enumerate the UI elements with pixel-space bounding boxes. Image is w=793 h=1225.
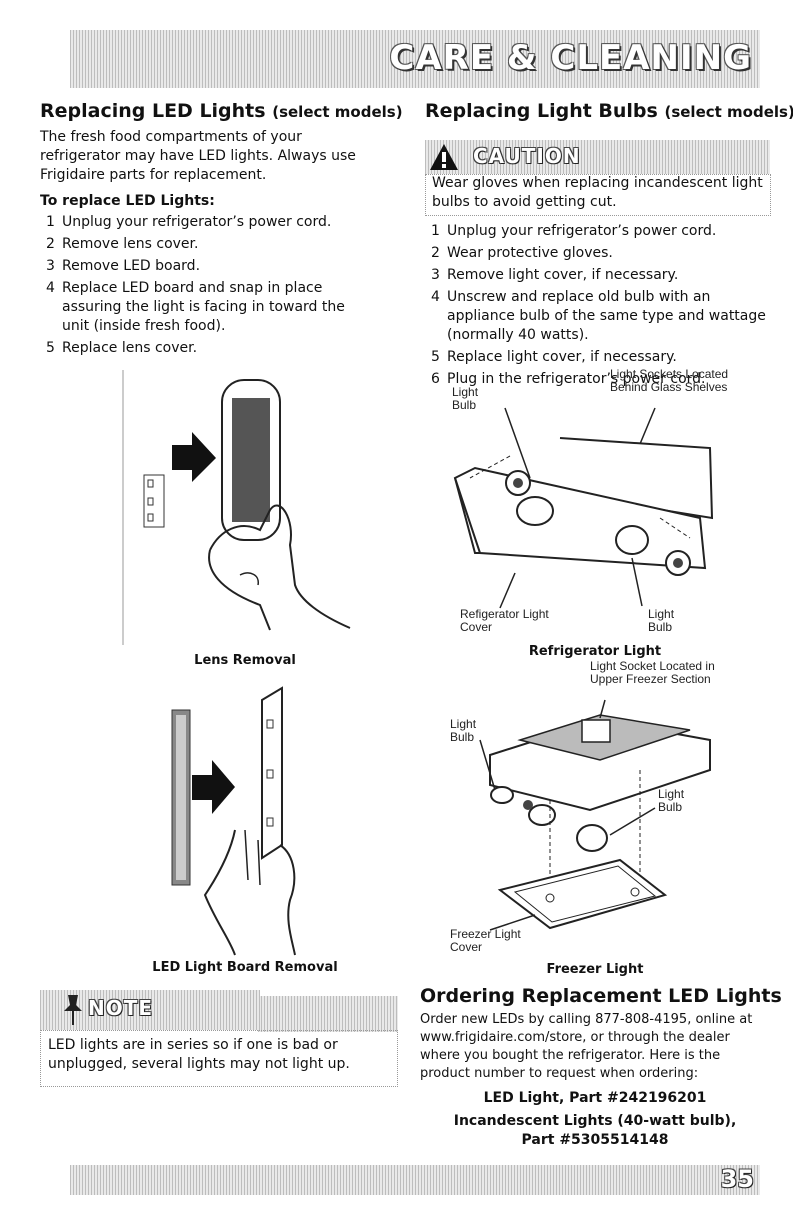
caution-title: CAUTION — [473, 144, 581, 168]
step-number: 5 — [431, 349, 440, 365]
step-number: 1 — [46, 214, 55, 230]
list-item: 1 Unplug your refrigerator’s power cord. — [40, 213, 370, 232]
part-incandescent-line2: Part #5305514148 — [521, 1132, 669, 1148]
note-text: LED lights are in series so if one is ba… — [48, 1037, 350, 1072]
fig-ref-label-light-bulb-2: Light Bulb — [648, 607, 675, 634]
caution-box — [425, 174, 771, 216]
note-box — [40, 1030, 398, 1087]
step-text: Plug in the refrigerator’s power cord. — [447, 371, 706, 387]
lens-removal-caption: Lens Removal — [194, 653, 296, 668]
footer-band: 35 — [70, 1165, 760, 1195]
list-item: 4 Unscrew and replace old bulb with an ap… — [425, 288, 770, 345]
step-text: Remove lens cover. — [62, 236, 199, 252]
fig-frz-label-light-bulb-1: Light Bulb — [450, 717, 477, 744]
right-column: Replacing Light Bulbs (select models) — [425, 100, 793, 128]
part-incandescent-line1: Incandescent Lights (40-watt bulb), — [453, 1113, 737, 1129]
note-banner — [258, 996, 398, 1032]
fig-ref-label-cover: Refigerator Light Cover — [460, 607, 549, 634]
lens-removal-illustration — [122, 370, 351, 645]
freezer-light-illustration — [479, 699, 711, 931]
page-number: 35 — [720, 1165, 754, 1193]
list-item: 3 Remove LED board. — [40, 257, 370, 276]
step-number: 6 — [431, 371, 440, 387]
fig-ref-label-light-bulb-1: Light Bulb — [452, 385, 479, 412]
led-intro: The fresh food compartments of your refr… — [40, 129, 356, 183]
fig-ref-label-sockets: Light Sockets Located Behind Glass Shelv… — [610, 367, 729, 394]
list-item: 4 Replace LED board and snap in place ass… — [40, 279, 370, 336]
led-subheading: To replace LED Lights: — [40, 193, 215, 209]
list-item: 5 Replace light cover, if necessary. — [425, 348, 770, 367]
ordering-heading: Ordering Replacement LED Lights — [420, 985, 782, 1007]
freezer-light-figure: Light Socket Located in Upper Freezer Se… — [450, 660, 740, 955]
step-text: Replace LED board and snap in place assu… — [62, 280, 345, 334]
arrow-right-icon — [192, 760, 235, 814]
step-text: Replace lens cover. — [62, 340, 198, 356]
list-item: 2 Wear protective gloves. — [425, 244, 770, 263]
bulbs-section-heading: Replacing Light Bulbs (select models) — [425, 100, 793, 122]
step-number: 2 — [431, 245, 440, 261]
lens-removal-figure — [120, 370, 375, 645]
caution-text: Wear gloves when replacing incandescent … — [432, 175, 763, 210]
led-heading-text: Replacing LED Lights — [40, 100, 266, 122]
list-item: 1 Unplug your refrigerator’s power cord. — [425, 222, 770, 241]
step-number: 3 — [46, 258, 55, 274]
pushpin-icon — [64, 995, 82, 1025]
led-board-removal-figure — [120, 680, 375, 960]
list-item: 2 Remove lens cover. — [40, 235, 370, 254]
step-number: 1 — [431, 223, 440, 239]
note-title: NOTE — [88, 996, 154, 1020]
list-item: 5 Replace lens cover. — [40, 339, 370, 358]
page-title: CARE & CLEANING — [389, 38, 752, 78]
step-text: Unscrew and replace old bulb with an app… — [447, 289, 766, 343]
arrow-right-icon — [172, 432, 216, 482]
list-item: 6 Plug in the refrigerator’s power cord. — [425, 370, 770, 389]
warning-icon — [430, 144, 458, 170]
left-column: Replacing LED Lights (select models) The… — [40, 100, 410, 361]
step-text: Remove light cover, if necessary. — [447, 267, 679, 283]
led-board-removal-illustration — [171, 686, 296, 956]
freezer-light-caption: Freezer Light — [546, 962, 644, 977]
header-band: CARE & CLEANING — [70, 30, 760, 88]
step-number: 4 — [46, 280, 55, 296]
step-number: 3 — [431, 267, 440, 283]
part-led: LED Light, Part #242196201 — [483, 1090, 707, 1106]
fig-frz-label-light-bulb-2: Light Bulb — [658, 787, 685, 814]
step-number: 4 — [431, 289, 440, 305]
refrigerator-light-caption: Refrigerator Light — [528, 644, 662, 659]
note-banner-left: NOTE — [40, 990, 260, 1030]
step-text: Remove LED board. — [62, 258, 201, 274]
step-text: Unplug your refrigerator’s power cord. — [447, 223, 717, 239]
bulbs-heading-text: Replacing Light Bulbs — [425, 100, 658, 122]
step-text: Wear protective gloves. — [447, 245, 613, 261]
led-section-heading: Replacing LED Lights (select models) — [40, 100, 410, 122]
fig-frz-label-socket: Light Socket Located in Upper Freezer Se… — [590, 659, 715, 686]
ordering-section: Ordering Replacement LED Lights Order ne… — [420, 985, 782, 1150]
step-number: 2 — [46, 236, 55, 252]
refrigerator-light-illustration — [453, 407, 714, 609]
bulbs-heading-suffix: (select models) — [664, 103, 793, 121]
led-heading-suffix: (select models) — [272, 103, 403, 121]
fig-frz-label-cover: Freezer Light Cover — [450, 927, 521, 954]
led-board-removal-caption: LED Light Board Removal — [152, 960, 338, 975]
caution-banner: CAUTION — [425, 140, 770, 174]
step-number: 5 — [46, 340, 55, 356]
step-text: Unplug your refrigerator’s power cord. — [62, 214, 332, 230]
ordering-text: Order new LEDs by calling 877-808-4195, … — [420, 1012, 753, 1081]
refrigerator-light-figure: Light Bulb Light Sockets Located Behind … — [450, 368, 740, 638]
list-item: 3 Remove light cover, if necessary. — [425, 266, 770, 285]
step-text: Replace light cover, if necessary. — [447, 349, 677, 365]
